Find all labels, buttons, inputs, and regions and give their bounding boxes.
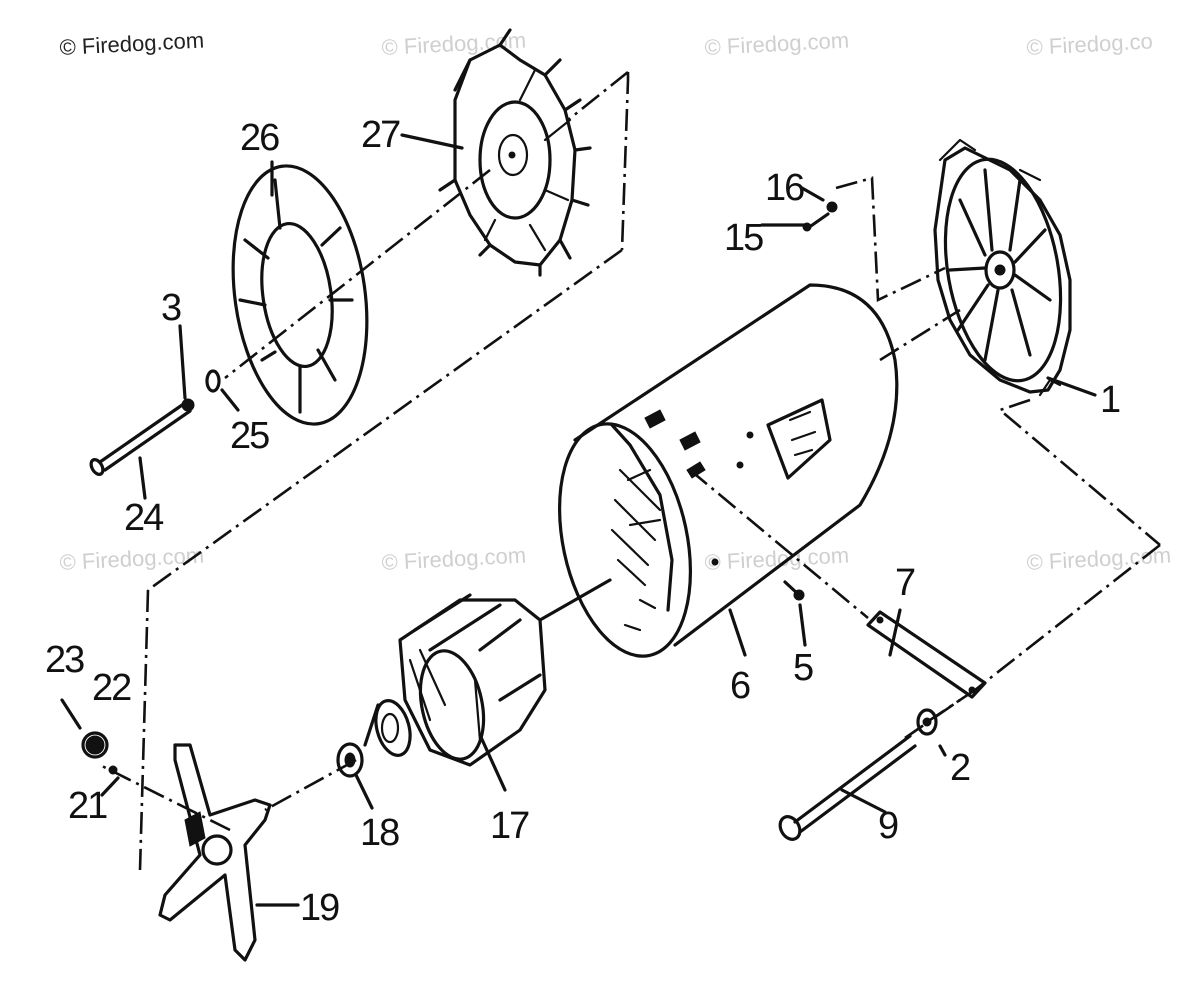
impeller-part-19	[158, 743, 272, 962]
callout-17: 17	[490, 805, 529, 847]
assembly-lines	[99, 70, 1161, 871]
screw-part-5	[783, 580, 805, 601]
nut-part-22	[81, 731, 109, 759]
watermark-main: © Firedog.com	[59, 27, 205, 60]
watermark-top-right: © Firedog.com	[704, 27, 850, 60]
screw-part-15	[760, 212, 830, 232]
washer-part-21	[108, 765, 118, 775]
callout-21: 21	[68, 785, 107, 827]
washer-part-25	[205, 369, 221, 393]
end-bell-part-1	[933, 138, 1072, 397]
motor-housing-part-6	[557, 283, 899, 658]
callout-16: 16	[765, 167, 804, 209]
watermark-mid-left: © Firedog.com	[59, 542, 205, 575]
callout-1: 1	[1100, 379, 1120, 421]
rotor-part-17	[363, 578, 612, 767]
watermark-mid-right: © Firedog.com	[704, 542, 850, 575]
fan-part-27	[438, 28, 592, 277]
callout-19: 19	[300, 887, 339, 929]
callout-6: 6	[730, 665, 750, 707]
callout-23: 23	[45, 639, 84, 681]
callout-7: 7	[895, 562, 915, 604]
leader-lines	[100, 133, 1097, 907]
watermark-top-edge: © Firedog.co	[1026, 28, 1153, 60]
callout-26: 26	[240, 117, 279, 159]
washer-part-2	[916, 708, 938, 736]
tie-rod-part-9	[778, 734, 917, 841]
screw-part-16	[800, 186, 838, 213]
callout-22: 22	[92, 667, 131, 709]
watermark-mid-edge: © Firedog.com	[1026, 542, 1172, 575]
watermark-top-center: © Firedog.com	[381, 27, 527, 60]
callout-27: 27	[361, 114, 400, 156]
bracket-part-7	[866, 610, 987, 699]
screw-part-23	[60, 698, 82, 730]
callout-3: 3	[161, 287, 181, 329]
watermark-mid-center: © Firedog.com	[381, 542, 527, 575]
callout-9: 9	[878, 805, 898, 847]
callout-24: 24	[124, 497, 164, 539]
callout-25: 25	[230, 415, 269, 457]
callout-18: 18	[360, 812, 399, 854]
callout-2: 2	[950, 747, 970, 789]
callout-15: 15	[724, 217, 763, 259]
bearing-part-18	[336, 742, 364, 778]
shroud-part-26	[231, 164, 369, 426]
callout-5: 5	[793, 647, 813, 689]
screw-part-24	[89, 401, 192, 476]
